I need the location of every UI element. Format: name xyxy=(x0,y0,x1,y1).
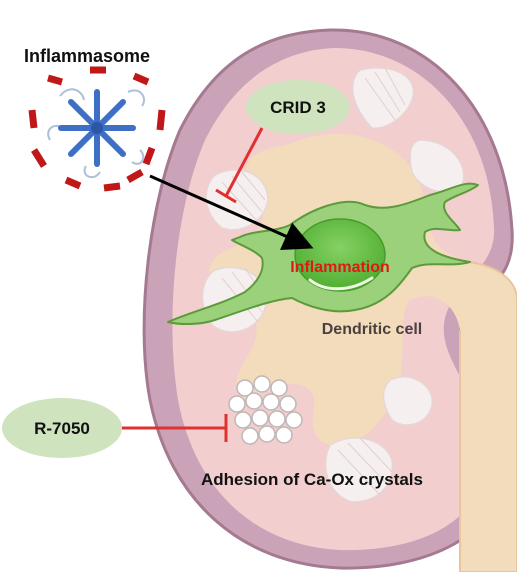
r7050-label: R-7050 xyxy=(34,419,90,438)
caox-crystals xyxy=(228,375,303,445)
crid3-inhibition-bar xyxy=(215,188,237,204)
crid3-label: CRID 3 xyxy=(270,98,326,117)
dendritic-cell xyxy=(167,182,479,326)
activation-arrow xyxy=(149,174,314,250)
inflammation-label: Inflammation xyxy=(290,259,390,276)
dendritic-cell-label: Dendritic cell xyxy=(322,321,422,338)
inflammasome-label: Inflammasome xyxy=(24,46,150,66)
crid3-inhibition-line xyxy=(224,127,264,197)
crid3-pill xyxy=(246,80,350,134)
adhesion-label: Adhesion of Ca-Ox crystals xyxy=(201,470,423,489)
ureter xyxy=(459,261,517,572)
inflammasome-icon xyxy=(28,66,166,192)
r7050-pill xyxy=(2,398,122,458)
